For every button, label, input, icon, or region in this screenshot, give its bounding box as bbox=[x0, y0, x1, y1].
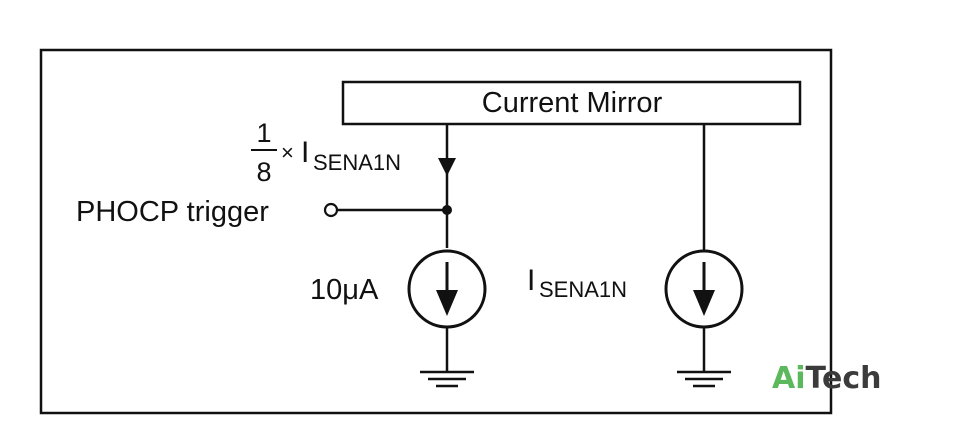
current-mirror-block bbox=[341, 80, 802, 126]
trigger-terminal bbox=[323, 202, 339, 218]
left-flow-arrow bbox=[438, 158, 456, 176]
watermark-logo: AiTech bbox=[772, 361, 881, 396]
right-ground-icon bbox=[677, 370, 731, 388]
left-source-arrow-head bbox=[436, 290, 458, 316]
left-current-main: I bbox=[301, 136, 309, 169]
trigger-label: PHOCP trigger bbox=[76, 196, 269, 228]
left-ground-icon bbox=[420, 370, 474, 388]
right-current-subscript: SENA1N bbox=[539, 277, 627, 302]
right-source-arrow-head bbox=[693, 290, 715, 316]
right-current-main: I bbox=[527, 264, 535, 297]
current-mirror-label: Current Mirror bbox=[482, 87, 663, 119]
left-source-label: 10μA bbox=[310, 274, 379, 306]
times-symbol: × bbox=[281, 140, 294, 165]
watermark-ai: Ai bbox=[772, 361, 806, 396]
outer-frame bbox=[39, 48, 833, 415]
fraction-numerator: 1 bbox=[256, 118, 271, 148]
fraction-denominator: 8 bbox=[256, 157, 271, 187]
left-current-subscript: SENA1N bbox=[313, 150, 401, 175]
watermark-tech: Tech bbox=[806, 361, 882, 396]
